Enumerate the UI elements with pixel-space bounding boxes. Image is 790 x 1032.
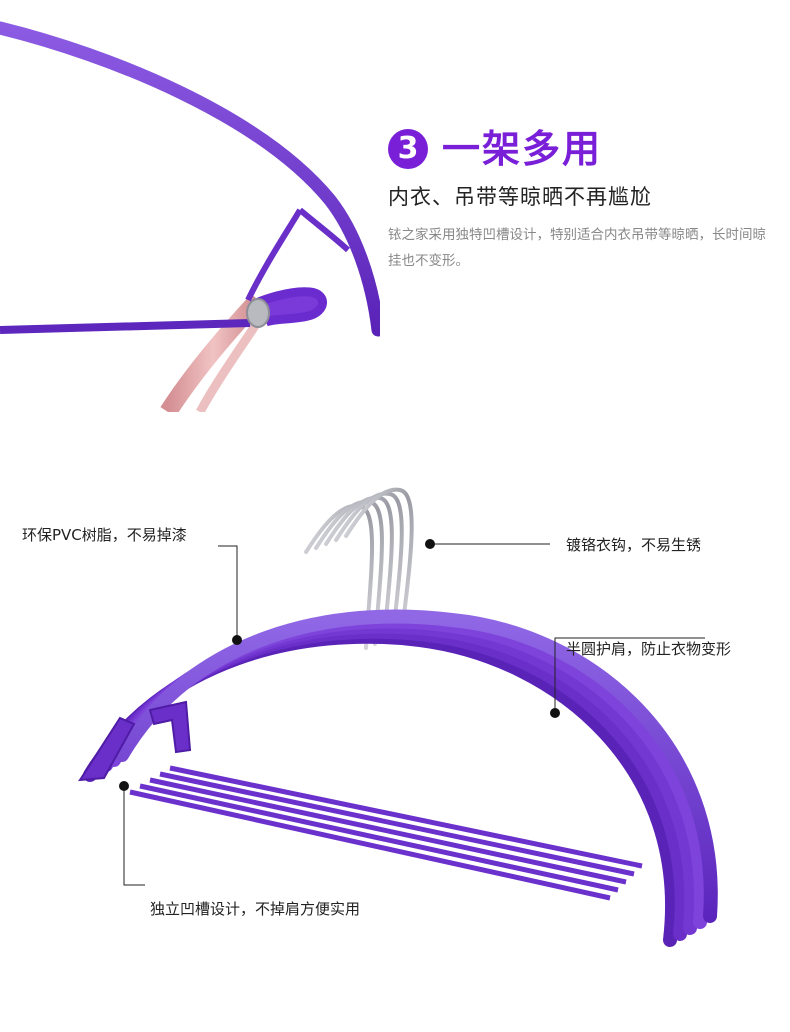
hanger-product-image (78, 487, 718, 947)
callout-shoulder: 半圆护肩，防止衣物变形 (566, 640, 732, 658)
feature-subtitle: 内衣、吊带等晾晒不再尴尬 (388, 185, 652, 209)
feature-number-badge: 3 (388, 129, 428, 169)
leader-dots (119, 539, 560, 791)
chrome-hooks (304, 487, 414, 650)
feature-heading: 3 一架多用 (388, 124, 602, 174)
feature-title: 一架多用 (442, 127, 603, 171)
hanger-closeup-image (0, 21, 380, 412)
callout-hook: 镀铬衣钩，不易生锈 (566, 536, 702, 554)
callout-pvc: 环保PVC树脂，不易掉漆 (22, 526, 187, 544)
left-groove-hooks (78, 700, 192, 782)
purple-arcs (83, 609, 718, 947)
callout-groove: 独立凹槽设计，不掉肩方便实用 (150, 900, 361, 918)
leader-lines (123, 543, 705, 886)
bottom-bars (129, 765, 643, 901)
feature-description: 铱之家采用独特凹槽设计，特别适合内衣吊带等晾晒，长时间晾挂也不变形。 (388, 227, 766, 269)
